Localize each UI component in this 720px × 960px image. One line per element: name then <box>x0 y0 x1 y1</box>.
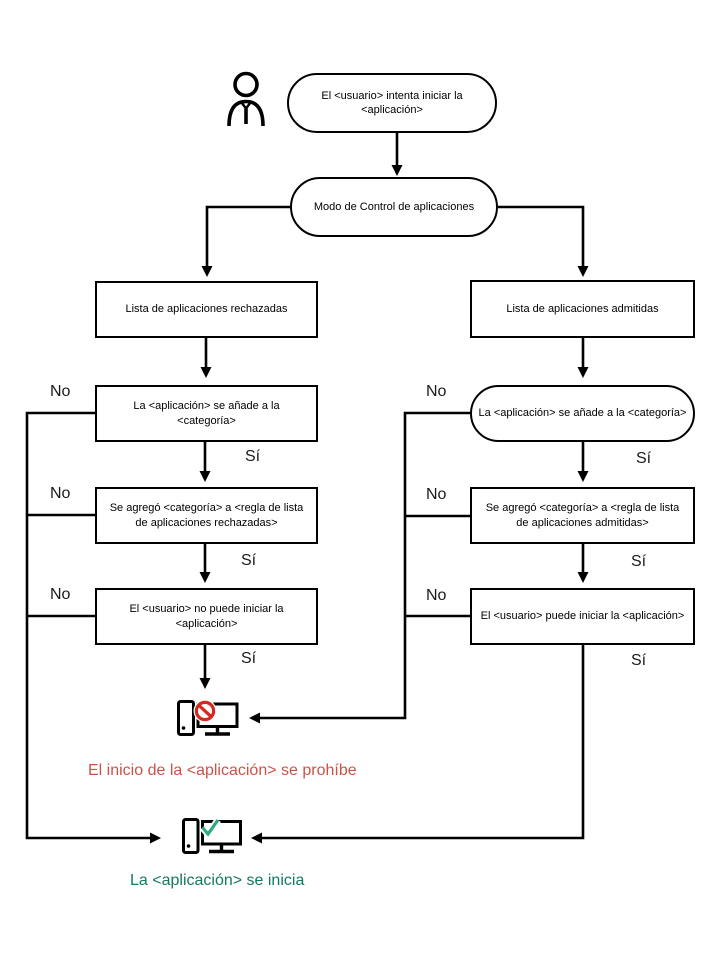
allowlist-node-label: Lista de aplicaciones admitidas <box>506 302 659 315</box>
allow-result-node-label: El <usuario> puede iniciar la <aplicació… <box>480 610 685 623</box>
allow-rule-node-label: Se agregó <categoría> a <regla de lista … <box>485 502 680 529</box>
denylist-node: Lista de aplicaciones rechazadas <box>95 281 318 338</box>
label-yes-allow-category: Sí <box>636 450 652 467</box>
mode-node-label: Modo de Control de aplicaciones <box>313 200 475 213</box>
label-no-deny-result: No <box>50 586 71 603</box>
deny-category-node-label: La <aplicación> se añade a la <categoría… <box>133 400 280 427</box>
label-yes-allow-result: Sí <box>631 652 647 669</box>
user-icon <box>227 71 265 127</box>
allow-category-node: La <aplicación> se añade a la <categoría… <box>470 385 695 442</box>
denylist-node-label: Lista de aplicaciones rechazadas <box>125 303 288 316</box>
deny-rule-node: Se agregó <categoría> a <regla de lista … <box>95 487 318 544</box>
allow-rule-node: Se agregó <categoría> a <regla de lista … <box>470 487 695 544</box>
computer-started-icon <box>182 817 242 854</box>
start-node: El <usuario> intenta iniciar la <aplicac… <box>287 73 497 133</box>
label-yes-allow-rule: Sí <box>631 553 647 570</box>
allow-category-node-label: La <aplicación> se añade a la <categoría… <box>478 407 687 420</box>
deny-result-node: El <usuario> no puede iniciar la <aplica… <box>95 588 318 645</box>
start-node-label: El <usuario> intenta iniciar la <aplicac… <box>321 89 463 116</box>
label-yes-deny-result: Sí <box>241 650 257 667</box>
started-outcome-text: La <aplicación> se inicia <box>130 872 305 889</box>
label-no-deny-category: No <box>50 383 71 400</box>
computer-blocked-icon <box>177 699 239 736</box>
deny-result-node-label: El <usuario> no puede iniciar la <aplica… <box>129 603 284 630</box>
deny-rule-node-label: Se agregó <categoría> a <regla de lista … <box>109 502 304 529</box>
blocked-outcome-text: El inicio de la <aplicación> se prohíbe <box>88 762 357 779</box>
allowlist-node: Lista de aplicaciones admitidas <box>470 280 695 338</box>
label-no-allow-result: No <box>426 587 447 604</box>
label-yes-deny-category: Sí <box>245 448 261 465</box>
mode-node: Modo de Control de aplicaciones <box>290 177 498 237</box>
label-no-deny-rule: No <box>50 485 71 502</box>
deny-category-node: La <aplicación> se añade a la <categoría… <box>95 385 318 442</box>
label-no-allow-category: No <box>426 383 447 400</box>
label-no-allow-rule: No <box>426 486 447 503</box>
label-yes-deny-rule: Sí <box>241 552 257 569</box>
allow-result-node: El <usuario> puede iniciar la <aplicació… <box>470 588 695 645</box>
